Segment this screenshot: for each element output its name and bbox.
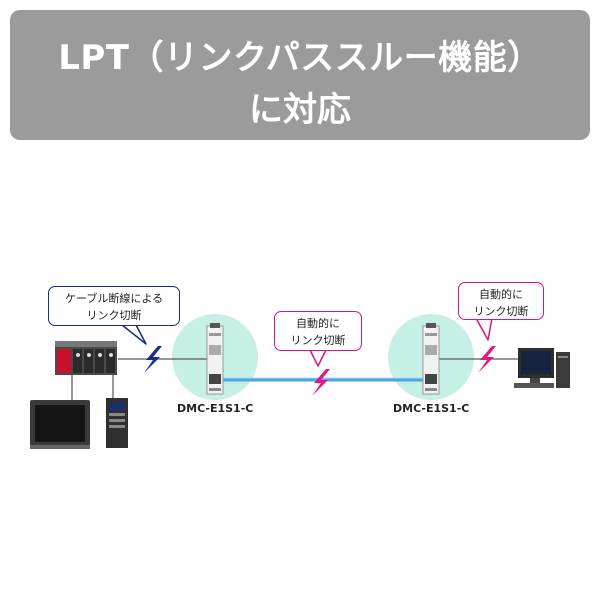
title-banner: LPT（リンクパススルー機能） に対応	[10, 10, 590, 140]
callout-cable-break-line2: リンク切断	[86, 309, 142, 322]
converter-left-label: DMC-E1S1-C	[177, 402, 254, 415]
callout-right-line2: リンク切断	[473, 305, 529, 318]
callout-auto-disconnect-middle: 自動的に リンク切断	[274, 311, 362, 351]
lightning-bolt-icon	[144, 346, 162, 373]
callout-middle-line1: 自動的に	[296, 317, 340, 330]
callout-middle-line2: リンク切断	[290, 334, 346, 347]
title-line-1: LPT（リンクパススルー機能）	[58, 38, 542, 78]
callout-cable-break: ケーブル断線による リンク切断	[48, 286, 180, 326]
callout-right-pointer	[475, 317, 493, 341]
plc-icon	[55, 341, 117, 375]
callout-right-line1: 自動的に	[479, 288, 523, 301]
callout-middle-pointer	[309, 349, 327, 367]
media-converter-icon	[206, 323, 224, 395]
lightning-bolt-icon	[312, 369, 330, 396]
converter-right-label: DMC-E1S1-C	[393, 402, 470, 415]
lightning-bolt-icon	[478, 346, 496, 373]
media-converter-icon	[422, 323, 440, 395]
inverter-icon	[106, 398, 128, 448]
callout-auto-disconnect-right: 自動的に リンク切断	[458, 282, 544, 320]
hmi-panel-icon	[30, 400, 90, 449]
callout-cable-break-line1: ケーブル断線による	[64, 292, 163, 305]
pc-icon	[514, 348, 570, 388]
title-line-2: に対応	[249, 90, 351, 130]
callout-left-pointer	[121, 324, 147, 345]
